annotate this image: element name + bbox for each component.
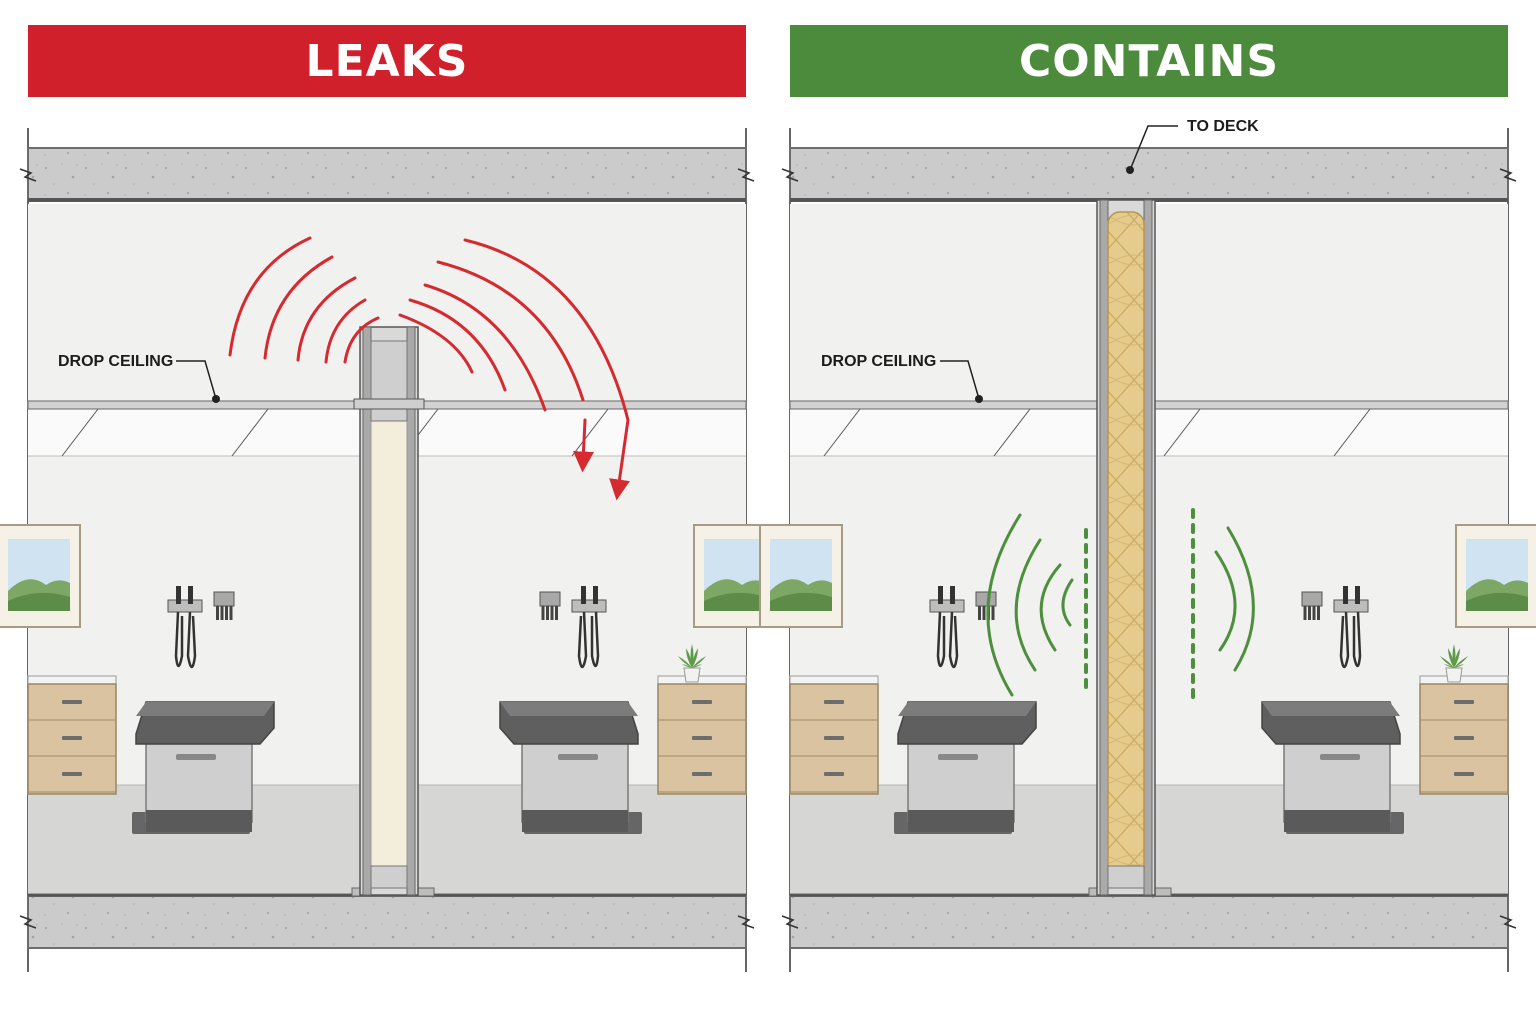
insulation-batt bbox=[1107, 211, 1145, 884]
cabinet bbox=[657, 675, 747, 795]
exam-table bbox=[499, 701, 642, 834]
bottom-slab bbox=[27, 895, 747, 949]
cabinet bbox=[1419, 675, 1509, 795]
cabinet bbox=[27, 675, 117, 795]
to-deck-callout: TO DECK bbox=[1126, 118, 1259, 174]
plant-icon bbox=[678, 644, 706, 683]
landscape-picture-icon bbox=[759, 524, 843, 628]
exam-table bbox=[1261, 701, 1404, 834]
drop-ceiling-callout-left: DROP CEILING bbox=[58, 353, 220, 403]
plant-icon bbox=[1440, 644, 1468, 683]
break-mark bbox=[737, 168, 755, 182]
cabinet bbox=[789, 675, 879, 795]
break-mark bbox=[19, 915, 37, 929]
short-partition bbox=[351, 326, 435, 897]
exam-table bbox=[894, 701, 1037, 834]
wall-cavity bbox=[370, 407, 408, 867]
otoscope-icon bbox=[539, 586, 607, 669]
sound-contained-arcs bbox=[986, 508, 1255, 702]
svg-text:DROP CEILING: DROP CEILING bbox=[821, 353, 936, 370]
bottom-slab bbox=[789, 895, 1509, 949]
otoscope-icon bbox=[929, 586, 997, 669]
otoscope-icon bbox=[1301, 586, 1369, 669]
full-height-partition bbox=[1088, 199, 1172, 897]
break-mark bbox=[1499, 168, 1517, 182]
break-mark bbox=[1499, 915, 1517, 929]
landscape-picture-icon bbox=[0, 524, 81, 628]
svg-text:DROP CEILING: DROP CEILING bbox=[58, 353, 173, 370]
sound-leak-arcs bbox=[228, 236, 630, 501]
exam-table bbox=[132, 701, 275, 834]
break-mark bbox=[781, 915, 799, 929]
break-mark bbox=[19, 168, 37, 182]
top-slab bbox=[789, 147, 1509, 201]
leaks-banner: LEAKS bbox=[28, 25, 746, 97]
break-mark bbox=[781, 168, 799, 182]
landscape-picture-icon bbox=[1455, 524, 1536, 628]
drop-ceiling-callout-right: DROP CEILING bbox=[821, 353, 983, 403]
contains-banner: CONTAINS bbox=[790, 25, 1508, 97]
break-mark bbox=[737, 915, 755, 929]
svg-text:TO DECK: TO DECK bbox=[1187, 118, 1259, 135]
otoscope-icon bbox=[167, 586, 235, 669]
top-slab bbox=[27, 147, 747, 201]
